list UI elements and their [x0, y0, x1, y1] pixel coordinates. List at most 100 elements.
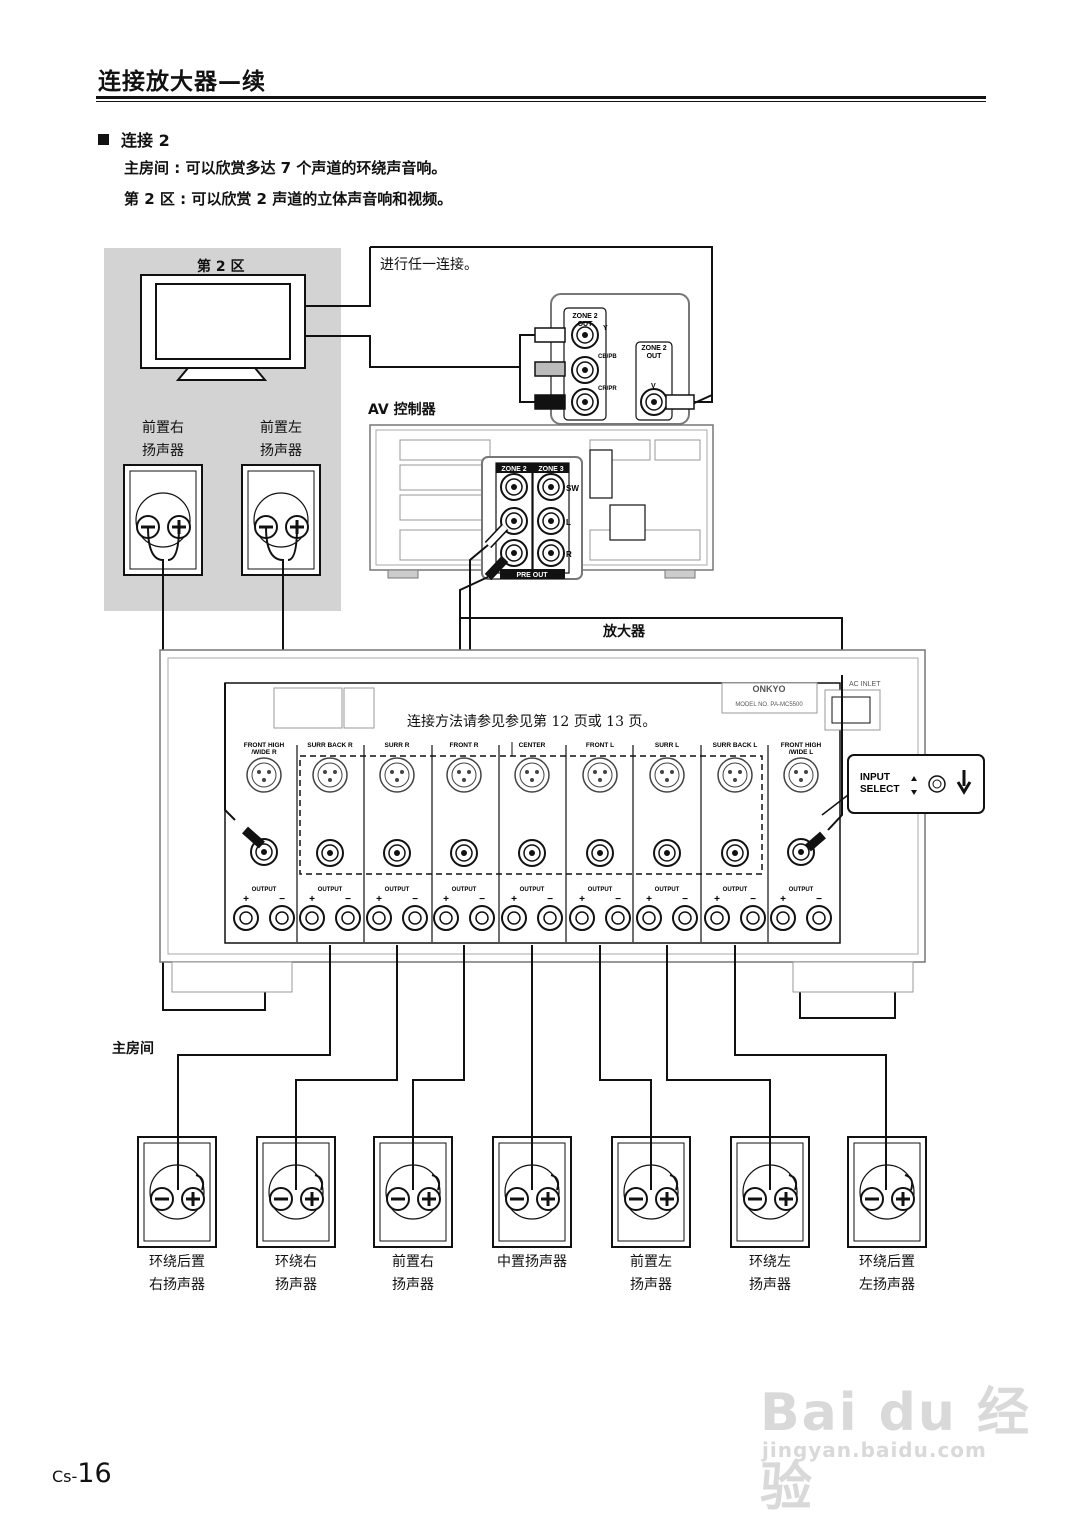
output-label: OUTPUT — [385, 887, 410, 893]
speaker-terminal-minus-icon — [672, 905, 698, 931]
output-label: OUTPUT — [588, 887, 613, 893]
xlr-input-icon — [514, 757, 550, 793]
zone2-front-left-speaker — [240, 463, 322, 577]
page-title: 连接放大器—续 — [98, 69, 266, 95]
main-room-label: 主房间 — [112, 1041, 154, 1057]
output-label: OUTPUT — [252, 887, 277, 893]
plus-label: + — [714, 894, 720, 905]
pre-out-label: PRE OUT — [516, 572, 548, 579]
plus-label: + — [309, 894, 315, 905]
cr-label: CR/PR — [598, 386, 617, 392]
minus-label: − — [615, 894, 621, 905]
output-label: OUTPUT — [789, 887, 814, 893]
channel-name-label: /WIDE L — [789, 749, 814, 756]
channel-name-label: SURR BACK L — [713, 742, 758, 749]
xlr-input-icon — [312, 757, 348, 793]
xlr-input-icon — [379, 757, 415, 793]
plus-label: + — [511, 894, 517, 905]
minus-label: − — [750, 894, 756, 905]
svg-text:OUT: OUT — [578, 321, 594, 328]
any-connection-note: 进行任一连接。 — [380, 257, 478, 273]
plus-label: + — [243, 894, 249, 905]
rca-input-icon — [316, 839, 344, 867]
rca-input-icon — [383, 839, 411, 867]
tv-icon — [140, 274, 306, 381]
minus-label: − — [547, 894, 553, 905]
zone2-out-label: ZONE 2 — [572, 313, 597, 320]
input-select-callout — [847, 754, 985, 814]
output-label: OUTPUT — [723, 887, 748, 893]
xlr-input-icon — [717, 757, 753, 793]
output-label: OUTPUT — [452, 887, 477, 893]
channel-name-label: FRONT R — [450, 742, 479, 749]
plus-label: + — [376, 894, 382, 905]
speaker-terminal-plus-icon — [636, 905, 662, 931]
svg-text:OUT: OUT — [647, 353, 663, 360]
channel-name-label: FRONT L — [586, 742, 614, 749]
speaker-label: 环绕左 扬声器 — [749, 1254, 791, 1293]
speaker-terminal-minus-icon — [269, 905, 295, 931]
speaker-terminal-minus-icon — [335, 905, 361, 931]
y-label: Y — [603, 325, 608, 332]
plus-label: + — [646, 894, 652, 905]
speaker-terminal-minus-icon — [537, 905, 563, 931]
zone2-description: 第 2 区 : 可以欣赏 2 声道的立体声音响和视频。 — [124, 190, 453, 208]
speaker-terminal-plus-icon — [433, 905, 459, 931]
channel-name-label: FRONT HIGH — [781, 742, 822, 749]
rca-input-icon — [721, 839, 749, 867]
header-rule-thin — [96, 101, 986, 102]
speaker-terminal-minus-icon — [402, 905, 428, 931]
watermark-logo: Bai du 经验 — [760, 1383, 1031, 1518]
rca-input-icon — [450, 839, 478, 867]
channel-name-label: SURR L — [655, 742, 679, 749]
minus-label: − — [682, 894, 688, 905]
minus-label: − — [816, 894, 822, 905]
xlr-input-icon — [649, 757, 685, 793]
minus-label: − — [345, 894, 351, 905]
speaker-terminal-plus-icon — [770, 905, 796, 931]
channel-name-label: SURR BACK R — [307, 742, 353, 749]
channel-name-label: CENTER — [519, 742, 546, 749]
amplifier-note: 连接方法请参见参见第 12 页或 13 页。 — [407, 714, 657, 730]
speaker-terminal-plus-icon — [233, 905, 259, 931]
svg-text:ZONE 2: ZONE 2 — [641, 345, 666, 352]
svg-text:SELECT: SELECT — [860, 784, 899, 795]
speaker-terminal-plus-icon — [501, 905, 527, 931]
zone3-pre-label: ZONE 3 — [538, 466, 563, 473]
ac-inlet-label: AC INLET — [849, 681, 881, 688]
speaker-terminal-plus-icon — [299, 905, 325, 931]
speaker-terminal-plus-icon — [569, 905, 595, 931]
rca-input-icon — [586, 839, 614, 867]
plus-label: + — [443, 894, 449, 905]
output-label: OUTPUT — [655, 887, 680, 893]
amplifier-label: 放大器 — [603, 624, 645, 640]
xlr-input-icon — [446, 757, 482, 793]
brand-label: ONKYO — [752, 684, 785, 694]
speaker-label: 中置扬声器 — [497, 1254, 567, 1270]
speaker-label: 前置左 扬声器 — [630, 1254, 672, 1293]
square-bullet-icon — [98, 134, 109, 145]
xlr-input-icon — [246, 757, 282, 793]
output-label: OUTPUT — [318, 887, 343, 893]
output-label: OUTPUT — [520, 887, 545, 893]
svg-text:INPUT: INPUT — [860, 772, 890, 783]
zone2-front-right-label: 前置右 扬声器 — [142, 420, 184, 459]
speaker-terminal-minus-icon — [469, 905, 495, 931]
zone2-pre-label: ZONE 2 — [501, 466, 526, 473]
minus-label: − — [412, 894, 418, 905]
xlr-input-icon — [582, 757, 618, 793]
main-room-description: 主房间 : 可以欣赏多达 7 个声道的环绕声音响。 — [124, 159, 447, 177]
model-label: MODEL NO. PA-MC5500 — [735, 702, 803, 708]
cb-label: CB/PB — [598, 354, 617, 360]
watermark-url: jingyan.baidu.com — [762, 1438, 987, 1462]
receiver-label: AV 控制器 — [368, 402, 436, 418]
rca-input-icon — [518, 839, 546, 867]
speaker-terminal-minus-icon — [806, 905, 832, 931]
channel-name-label: FRONT HIGH — [244, 742, 285, 749]
zone2-front-left-label: 前置左 扬声器 — [260, 420, 302, 459]
r-label: R — [566, 550, 572, 559]
v-label: V — [651, 383, 656, 390]
speaker-terminal-plus-icon — [366, 905, 392, 931]
